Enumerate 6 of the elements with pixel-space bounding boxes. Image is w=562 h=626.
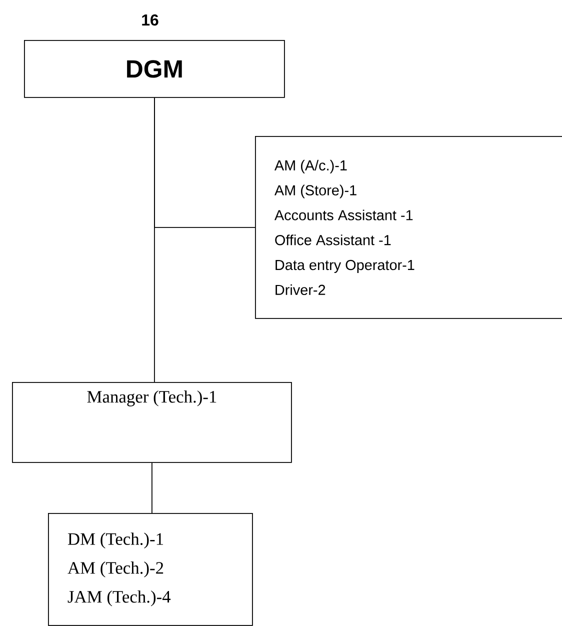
- connector-line: [154, 97, 155, 382]
- position-box: Manager (Tech.)-1: [12, 382, 292, 463]
- position-box: DGM: [24, 40, 285, 98]
- chart-number: 16: [142, 14, 158, 26]
- staff-list-box: AM (A/c.)-1 AM (Store)-1 Accounts Assistant -1 Office Assistant -1 Data entry Operator-1 Driver-2: [255, 136, 562, 319]
- staff-list-box: DM (Tech.)-1 AM (Tech.)-2 JAM (Tech.)-4: [48, 513, 253, 626]
